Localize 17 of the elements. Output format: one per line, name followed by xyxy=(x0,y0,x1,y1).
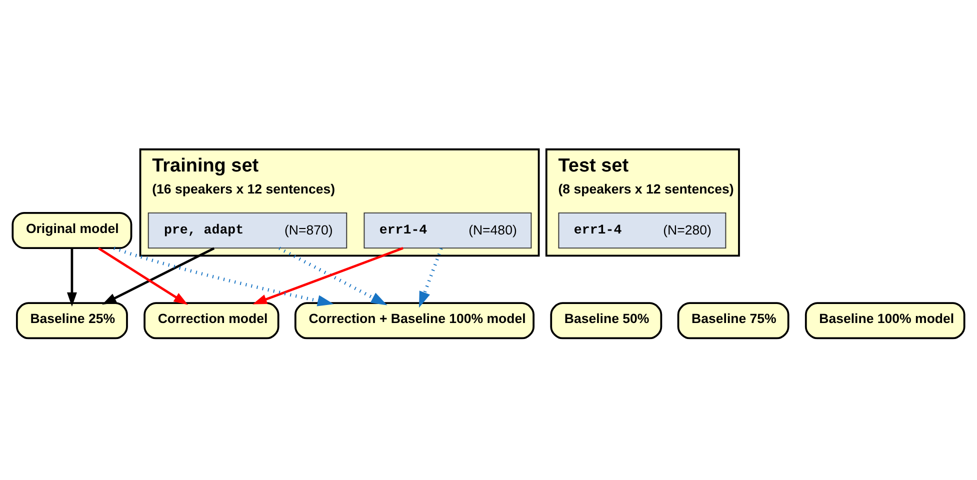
node-box: Original model xyxy=(12,212,132,250)
node-box: Baseline 25% xyxy=(16,302,128,340)
arrow xyxy=(66,248,77,307)
node-box: Baseline 75% xyxy=(677,302,790,340)
arrow xyxy=(278,246,388,306)
node-box: pre, adapt (N=870) xyxy=(148,212,348,249)
node-box: Baseline 100% model xyxy=(804,302,966,340)
node-box: Correction model xyxy=(144,302,280,340)
node-box: Correction + Baseline 100% model xyxy=(294,302,535,340)
arrow xyxy=(102,247,215,305)
arrow xyxy=(113,246,334,306)
node-box: err1-4 (N=280) xyxy=(558,212,726,249)
arrow xyxy=(252,247,404,304)
arrow xyxy=(98,247,188,305)
node-box: err1-4 (N=480) xyxy=(364,212,532,249)
node-box: Baseline 50% xyxy=(550,302,662,340)
arrow xyxy=(418,248,443,308)
